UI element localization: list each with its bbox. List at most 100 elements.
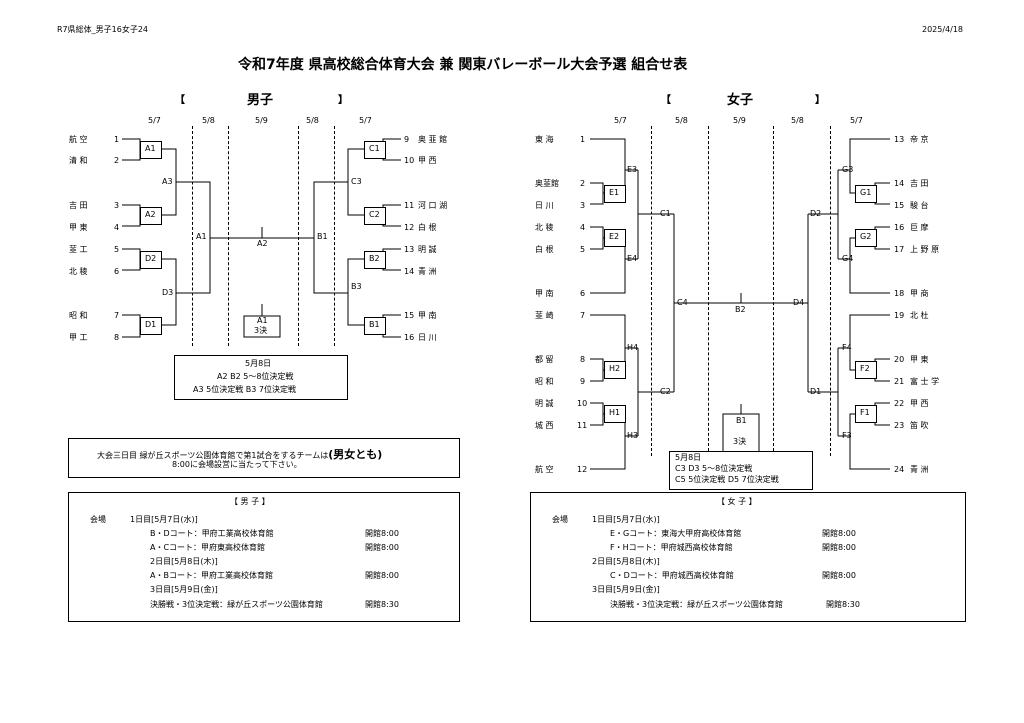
men-date-r2-right: 5/8	[306, 116, 319, 125]
match-label: C1	[660, 209, 671, 218]
team-name: 北 稜	[535, 223, 554, 232]
men-divider	[228, 126, 229, 346]
team-seed: 5	[114, 245, 120, 254]
team-name: 北 杜	[910, 311, 929, 320]
men-date-r1-right: 5/7	[359, 116, 372, 125]
match-label: D2	[810, 209, 822, 218]
team-seed: 3	[580, 201, 586, 210]
team-name: 河 口 湖	[418, 201, 448, 210]
third-place-label: 3決	[254, 326, 268, 335]
women-divider	[651, 126, 652, 456]
team-seed: 4	[580, 223, 586, 232]
match-label: E2	[609, 232, 620, 241]
match-box	[604, 361, 626, 379]
team-seed: 4	[114, 223, 120, 232]
team-seed: 10	[577, 399, 588, 408]
team-seed: 3	[114, 201, 120, 210]
team-name: 日 川	[418, 333, 437, 342]
men-date-r1-left: 5/7	[148, 116, 161, 125]
team-seed: 7	[114, 311, 120, 320]
match-label: A1	[257, 316, 268, 325]
team-name: 富 士 学	[910, 377, 940, 386]
match-box	[364, 251, 386, 269]
venue-women-box	[530, 492, 966, 622]
notice-box	[68, 438, 460, 478]
venue-row: C・Dコート：甲府城西高校体育館	[610, 571, 734, 580]
team-seed: 12	[404, 223, 415, 232]
women-note-box	[669, 451, 813, 490]
team-seed: 14	[404, 267, 415, 276]
team-name: 奥韮館	[535, 179, 559, 188]
venue-time: 開館8:00	[365, 529, 399, 538]
women-divider	[830, 126, 831, 456]
team-seed: 23	[894, 421, 905, 430]
team-name: 甲 西	[418, 156, 437, 165]
team-name: 明 誠	[535, 399, 554, 408]
women-date-r2-right: 5/8	[791, 116, 804, 125]
venue-row: 3日目[5月9日(金)]	[150, 585, 218, 594]
match-label: B2	[369, 254, 380, 263]
match-label: A1	[196, 232, 207, 241]
team-seed: 15	[894, 201, 905, 210]
team-name: 白 根	[418, 223, 437, 232]
venue-row: 3日目[5月9日(金)]	[592, 585, 660, 594]
team-name: 韮 崎	[535, 311, 554, 320]
match-label: F1	[860, 408, 870, 417]
team-name: 吉 田	[69, 201, 88, 210]
women-heading: 女子	[727, 93, 754, 108]
team-name: 甲 西	[910, 399, 929, 408]
venue-men-label: 会場	[90, 515, 106, 524]
venue-row: A・Bコート：甲府工業高校体育館	[150, 571, 273, 580]
doc-id: R7県総体_男子16女子24	[57, 25, 149, 34]
team-name: 北 稜	[69, 267, 88, 276]
match-label: C4	[677, 298, 688, 307]
match-label: C3	[351, 177, 362, 186]
team-seed: 6	[114, 267, 120, 276]
match-label: E3	[627, 165, 638, 174]
team-name: 甲 南	[418, 311, 437, 320]
match-label: G2	[860, 232, 872, 241]
women-date-final: 5/9	[733, 116, 746, 125]
team-seed: 24	[894, 465, 905, 474]
venue-row: 1日目[5月7日(水)]	[592, 515, 660, 524]
venue-row: 2日目[5月8日(木)]	[150, 557, 218, 566]
match-label: D4	[793, 298, 805, 307]
team-seed: 14	[894, 179, 905, 188]
team-seed: 16	[894, 223, 905, 232]
match-label: A1	[145, 144, 156, 153]
match-label: D1	[810, 387, 822, 396]
women-bracket-open: 【	[661, 95, 671, 106]
team-seed: 18	[894, 289, 905, 298]
team-seed: 11	[577, 421, 588, 430]
men-note-line2: A3 5位決定戦 B3 7位決定戦	[193, 385, 296, 394]
team-seed: 11	[404, 201, 415, 210]
team-name: 航 空	[69, 135, 88, 144]
match-box	[140, 141, 162, 159]
team-seed: 13	[894, 135, 905, 144]
team-seed: 6	[580, 289, 586, 298]
third-place-label: 3決	[733, 437, 747, 446]
notice-emph: (男女とも)	[328, 448, 383, 461]
match-box	[140, 207, 162, 225]
match-label: G4	[842, 254, 854, 263]
match-label: B3	[351, 282, 362, 291]
team-name: 上 野 原	[910, 245, 940, 254]
team-seed: 9	[404, 135, 410, 144]
team-name: 青 洲	[910, 465, 929, 474]
team-name: 甲 南	[535, 289, 554, 298]
team-seed: 22	[894, 399, 905, 408]
match-box	[364, 207, 386, 225]
team-seed: 21	[894, 377, 905, 386]
women-note-line1: C3 D3 5～8位決定戦	[675, 464, 753, 473]
team-seed: 12	[577, 465, 588, 474]
women-date-r1-left: 5/7	[614, 116, 627, 125]
match-box	[604, 185, 626, 203]
team-seed: 2	[114, 156, 120, 165]
men-heading: 男子	[247, 93, 274, 108]
match-label: G1	[860, 188, 872, 197]
venue-row: 1日目[5月7日(水)]	[130, 515, 198, 524]
venue-row: E・Gコート：東海大甲府高校体育館	[610, 529, 742, 538]
team-name: 昭 和	[535, 377, 554, 386]
match-box	[855, 361, 877, 379]
venue-women-label: 会場	[552, 515, 568, 524]
